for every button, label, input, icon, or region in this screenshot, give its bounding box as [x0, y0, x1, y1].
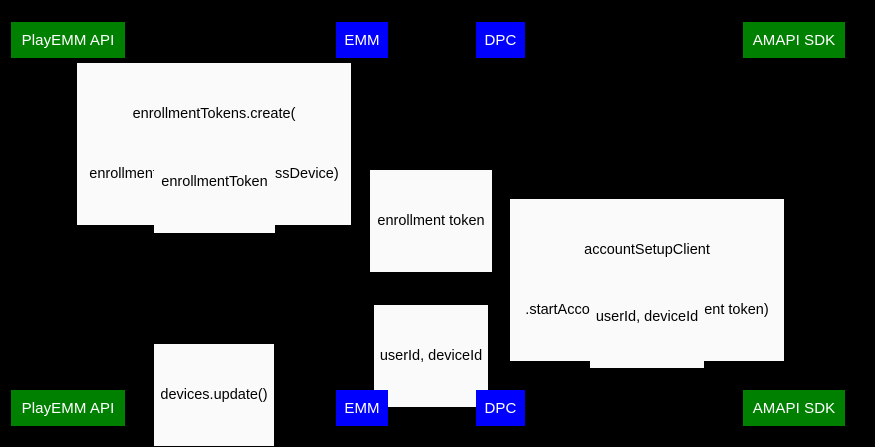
participant-label: PlayEMM API [21, 399, 115, 417]
message-label-enrollment-token: enrollmentToken [154, 131, 275, 233]
participant-top-playemm-api[interactable]: PlayEMM API [11, 22, 125, 58]
message-line-1: devices.update() [160, 387, 268, 403]
participant-label: DPC [484, 31, 517, 49]
participant-bottom-dpc[interactable]: DPC [476, 390, 525, 426]
message-line-1: enrollmentTokens.create( [132, 106, 296, 122]
message-label-userid-deviceid-upper: userId, deviceId [590, 266, 704, 368]
participant-bottom-playemm-api[interactable]: PlayEMM API [11, 390, 125, 426]
message-line-1: enrollment token [377, 213, 485, 229]
message-label-userid-deviceid-lower: userId, deviceId [374, 305, 488, 407]
lifeline-amapi-sdk [793, 58, 794, 388]
participant-top-dpc[interactable]: DPC [476, 22, 525, 58]
participant-top-amapi-sdk[interactable]: AMAPI SDK [743, 22, 845, 58]
participant-bottom-amapi-sdk[interactable]: AMAPI SDK [743, 390, 845, 426]
message-line-1: userId, deviceId [379, 348, 483, 364]
participant-label: AMAPI SDK [752, 31, 836, 49]
participant-label: DPC [484, 399, 517, 417]
message-label-devices-update: devices.update() [154, 344, 274, 446]
message-line-1: enrollmentToken [161, 174, 268, 190]
participant-bottom-emm[interactable]: EMM [336, 390, 388, 426]
lifeline-playemm-api [67, 58, 68, 388]
lifeline-dpc [500, 58, 501, 388]
participant-label: PlayEMM API [21, 31, 115, 49]
lifeline-emm [361, 58, 362, 388]
participant-label: AMAPI SDK [752, 399, 836, 417]
message-label-enrollment-token-plain: enrollment token [370, 170, 492, 272]
message-line-1: accountSetupClient [584, 242, 710, 258]
participant-top-emm[interactable]: EMM [336, 22, 388, 58]
participant-label: EMM [344, 399, 380, 417]
message-line-1: userId, deviceId [595, 309, 699, 325]
participant-label: EMM [344, 31, 380, 49]
